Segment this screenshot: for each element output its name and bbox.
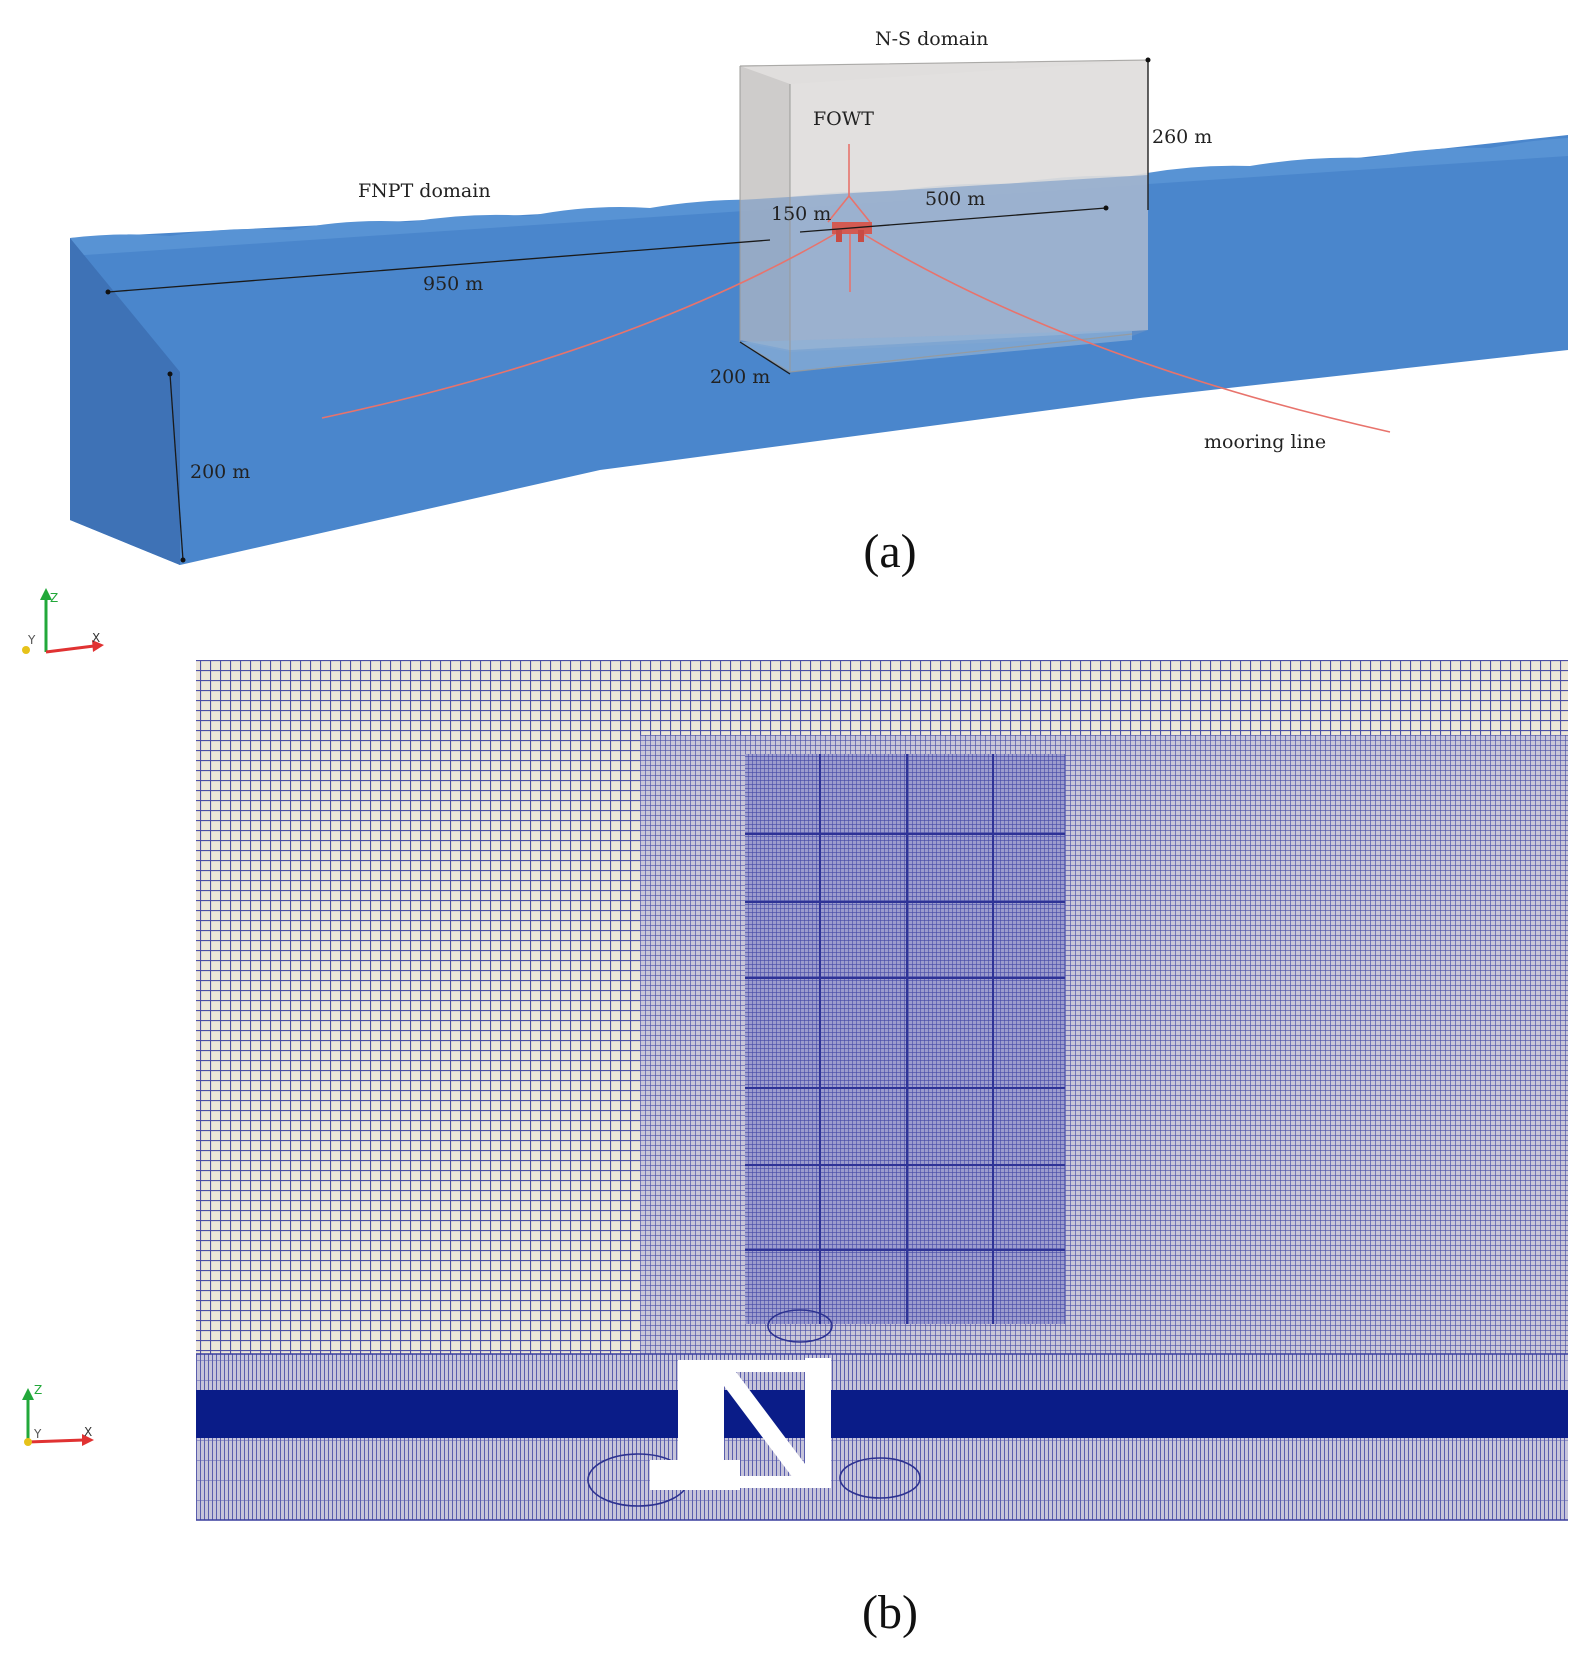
panel-a-3d-domain: N-S domain FOWT FNPT domain 260 m 500 m … [70,28,1568,578]
dimension-lines [107,60,1149,561]
triad-bottom-y: Y [33,1427,42,1441]
fnpt-water-side-face [70,238,180,565]
ns-box-bottom-face [740,330,1132,372]
caption-b: (b) [862,1586,918,1639]
label-ns-domain: N-S domain [875,28,988,50]
triad-top-x: X [92,631,100,645]
triad-bottom-z: Z [34,1383,42,1397]
fowt-structure-silhouette [650,1358,831,1490]
mesh-core-block-lines [745,754,1065,1324]
axis-triad-bottom: Z Y X [22,1383,94,1446]
panel-b-mesh: (b) [196,660,1568,1639]
triad-bottom-x: X [84,1425,92,1439]
dim-200-depth-line [169,373,184,561]
axis-triad-top: Z Y X [22,588,104,654]
label-dim-260m: 260 m [1152,126,1212,148]
dim-500-line [799,207,1107,233]
mesh-cutcell-contours [587,1309,921,1507]
triad-top-z: Z [50,591,58,605]
ns-box-submerged [740,175,1148,352]
caption-a: (a) [863,525,916,578]
dimension-ends [105,57,1151,563]
label-fowt: FOWT [813,108,874,130]
mooring-lines [321,144,1391,433]
dim-200-width-line [739,341,791,375]
label-dim-500m: 500 m [925,188,985,210]
label-dim-150m: 150 m [771,203,831,225]
label-dim-950m: 950 m [423,273,483,295]
mesh-free-surface-band [196,1390,1568,1438]
label-fnpt-domain: FNPT domain [358,180,491,202]
mesh-band-edge [196,1353,1568,1521]
dim-950-line [107,239,771,293]
label-dim-200m-width: 200 m [710,366,770,388]
label-dim-200m-depth: 200 m [190,461,250,483]
label-mooring-line: mooring line [1204,431,1326,453]
mesh-fine-core-region [745,754,1065,1324]
triad-top-y: Y [27,633,36,647]
